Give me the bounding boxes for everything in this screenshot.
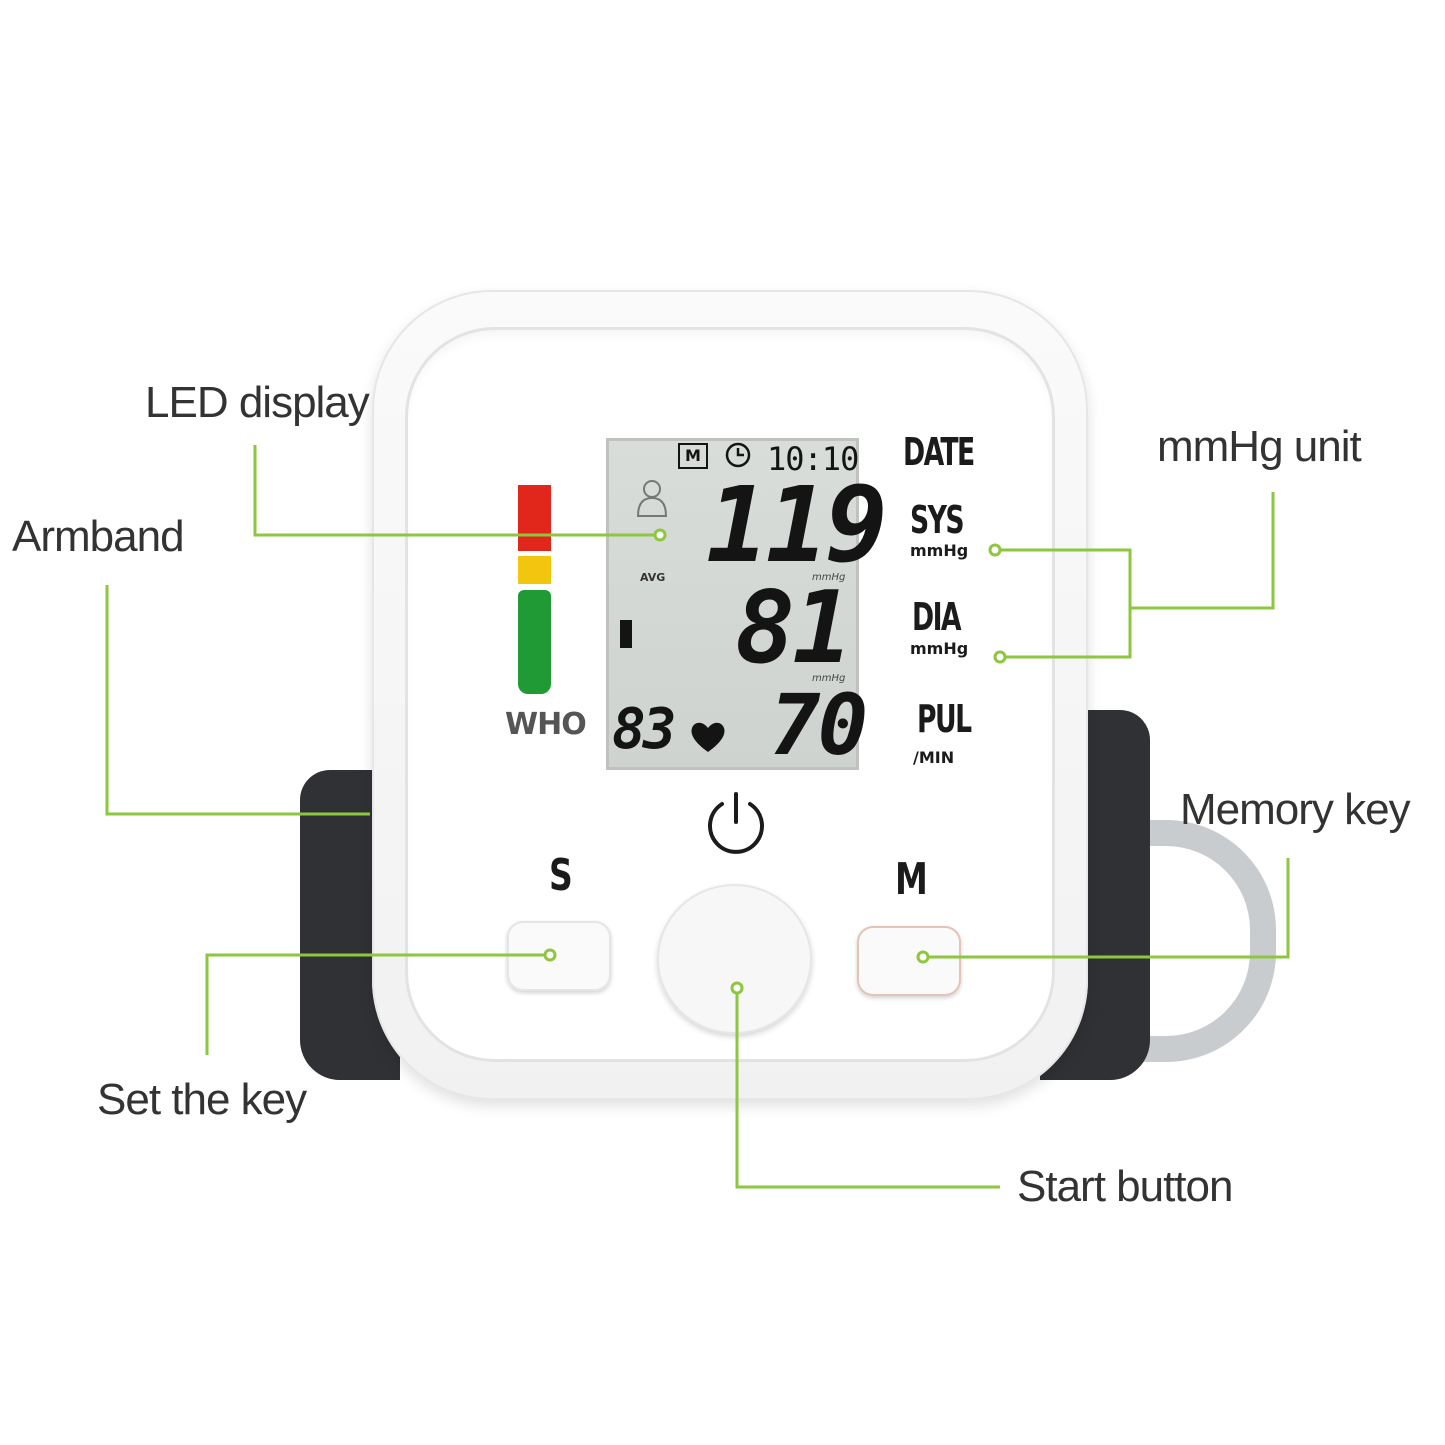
lcd-unit-small: mmHg: [812, 572, 846, 583]
dia-unit-label: mmHg: [910, 639, 969, 658]
date-label: DATE: [903, 430, 975, 474]
callout-start-button: Start button: [1017, 1162, 1233, 1211]
callout-set-the-key: Set the key: [97, 1075, 307, 1124]
pul-label: PUL: [917, 697, 972, 741]
anchor-dot: [653, 528, 667, 542]
memory-number: 83: [612, 697, 676, 762]
leader-line-led-display: [253, 445, 660, 537]
callout-mmhg-unit: mmHg unit: [1157, 422, 1362, 471]
pul-unit-label: /MIN: [913, 748, 955, 767]
leader-line-start-button: [735, 988, 1000, 1189]
heart-icon: [691, 722, 725, 752]
who-scale-high: [518, 485, 551, 551]
leader-line-set-key: [205, 953, 550, 1055]
dia-label: DIA: [912, 595, 962, 639]
lcd-screen: [606, 438, 859, 770]
lcd-unit-small: mmHg: [812, 673, 846, 684]
lcd-segment-block: [620, 620, 632, 648]
diastolic-value: 81: [735, 569, 852, 686]
callout-led-display: LED display: [145, 378, 370, 427]
systolic-value: 119: [706, 464, 888, 586]
sys-unit-label: mmHg: [910, 541, 969, 560]
anchor-dot: [543, 948, 557, 962]
leader-line-armband: [105, 585, 370, 816]
lcd-time: 10:10: [767, 440, 859, 478]
set-key-letter: S: [549, 850, 573, 901]
memory-key-letter: M: [895, 854, 928, 905]
anchor-dot: [988, 543, 1002, 557]
anchor-dot: [916, 950, 930, 964]
leader-line-mmhg-unit: [1130, 492, 1275, 610]
person-icon: [636, 480, 668, 517]
memory-indicator: M: [678, 443, 708, 469]
callout-armband: Armband: [12, 512, 185, 561]
anchor-dot: [993, 650, 1007, 664]
clock-icon: [725, 442, 751, 468]
avg-label: AVG: [640, 571, 666, 584]
memory-key-button[interactable]: [857, 926, 961, 996]
callout-memory-key: Memory key: [1180, 785, 1411, 834]
start-button[interactable]: [657, 884, 812, 1034]
sys-label: SYS: [910, 498, 965, 542]
who-scale-mid: [518, 556, 551, 584]
power-icon: [708, 792, 764, 854]
anchor-dot: [730, 981, 744, 995]
leader-line-memory-key: [923, 858, 1290, 959]
pulse-value: 70: [770, 676, 868, 774]
leader-line-mmhg-bracket: [995, 548, 1132, 659]
who-label: WHO: [505, 707, 587, 742]
who-scale-normal: [518, 590, 551, 694]
